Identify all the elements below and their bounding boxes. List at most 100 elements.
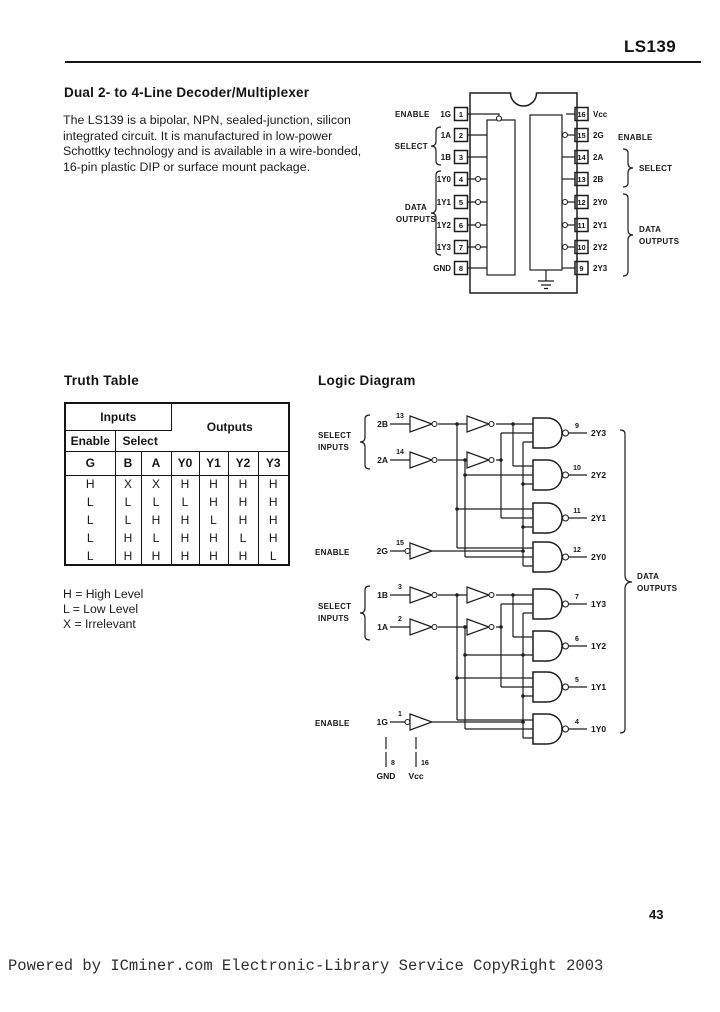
pin-number: 16 — [577, 110, 585, 119]
output-pin: 9 — [575, 423, 579, 430]
legend-line: X = Irrelevant — [63, 617, 136, 632]
pin-number: 13 — [577, 175, 585, 184]
inverter-bubble — [561, 198, 569, 206]
enable-inverter-gate — [409, 542, 434, 560]
pin-number: 9 — [579, 264, 583, 273]
page-number: 43 — [649, 907, 664, 922]
pin-name: 2Y3 — [593, 264, 608, 273]
enable-name: 2G — [377, 546, 389, 556]
input-pin: 3 — [398, 584, 402, 591]
outputs-label-right: OUTPUTS — [639, 237, 680, 246]
select-label-right: SELECT — [639, 164, 672, 173]
enable-subheader: Enable — [65, 430, 116, 452]
output-name: 2Y2 — [591, 470, 606, 480]
pin-name: 1Y3 — [437, 243, 452, 252]
inverter-bubble — [474, 243, 482, 251]
data-outputs-label: OUTPUTS — [637, 584, 678, 593]
pin-number: 7 — [459, 243, 463, 252]
left-pins: 1 1G 2 1A 3 1B 4 1Y0 5 1Y1 6 1Y2 7 1Y3 8… — [433, 106, 469, 276]
outputs-label-left: OUTPUTS — [396, 215, 437, 224]
inputs-group-header: Inputs — [65, 403, 172, 431]
truth-table: Inputs Outputs Enable Select G B A Y0 Y1… — [64, 402, 290, 566]
inverter-bubble — [561, 243, 569, 251]
enable-pin: 1 — [398, 711, 402, 718]
vcc-label: Vcc — [408, 771, 423, 781]
nand-gate-2y0 — [532, 541, 563, 573]
select-label-left: SELECT — [395, 142, 428, 151]
pin-name: 1A — [441, 131, 451, 140]
pin-number: 8 — [459, 264, 463, 273]
pin-number: 10 — [577, 243, 585, 252]
select-inputs-label: SELECT — [318, 602, 351, 611]
pin-number: 6 — [459, 221, 463, 230]
pin-name: 2G — [593, 131, 604, 140]
enable-label: ENABLE — [315, 719, 350, 728]
enable-name: 1G — [377, 717, 389, 727]
output-pin: 6 — [575, 636, 579, 643]
output-name: 2Y0 — [591, 552, 606, 562]
output-pin: 11 — [573, 508, 581, 515]
ground-symbol — [538, 270, 554, 290]
data-outputs-label: DATA — [637, 572, 659, 581]
pin-name: 1Y2 — [437, 221, 452, 230]
pin-number: 12 — [577, 198, 585, 207]
data-label-right: DATA — [639, 225, 661, 234]
pin-number: 1 — [459, 110, 463, 119]
inverter-bubble — [561, 131, 569, 139]
select-inputs-brace — [359, 585, 371, 641]
pin-name: 1Y0 — [437, 175, 452, 184]
nand-gate-2y1 — [532, 502, 563, 534]
power-pins: 8 16 GND Vcc — [377, 737, 429, 781]
pin-number: 11 — [578, 221, 586, 230]
enable-label-left: ENABLE — [395, 110, 430, 119]
output-pin: 5 — [575, 677, 579, 684]
enable-pin: 15 — [396, 540, 404, 547]
pin-name: 2B — [593, 175, 603, 184]
data-outputs-brace-left — [430, 170, 442, 256]
truth-table-heading: Truth Table — [64, 373, 140, 388]
select-inputs-label: INPUTS — [318, 614, 349, 623]
input-pin: 14 — [396, 449, 404, 456]
inverter-gate — [466, 415, 491, 433]
pin-number: 14 — [577, 153, 586, 162]
footer-text: Powered by ICminer.com Electronic-Librar… — [8, 957, 604, 975]
logic-diagram: 9 2Y3 10 2Y2 11 2Y1 12 2Y0 2B 13 2A 14 E… — [315, 413, 678, 781]
output-name: 1Y3 — [591, 599, 606, 609]
nand-gate-1y0 — [532, 713, 563, 745]
column-header: A — [141, 451, 172, 476]
enable-inverter-gate — [409, 713, 434, 731]
pin-number: 15 — [577, 131, 585, 140]
decoder2-inverters — [404, 415, 495, 560]
inverter-gate — [409, 451, 434, 469]
output-pin: 7 — [575, 594, 579, 601]
inverter-bubble — [474, 198, 482, 206]
decoder1-block — [486, 119, 516, 276]
output-pin: 4 — [575, 719, 579, 726]
data-label-left: DATA — [405, 203, 427, 212]
select-inputs-brace — [359, 414, 371, 470]
gnd-pin: 8 — [391, 760, 395, 767]
output-pin: 12 — [573, 547, 581, 554]
select-brace-right — [622, 148, 634, 188]
inverter-gate — [409, 618, 434, 636]
output-pin: 10 — [573, 465, 581, 472]
inverter-gate — [466, 451, 491, 469]
part-number: LS139 — [624, 37, 677, 56]
description-paragraph: The LS139 is a bipolar, NPN, sealed-junc… — [63, 113, 362, 174]
decoder2-block — [529, 114, 563, 271]
outputs-group-header: Outputs — [171, 403, 289, 452]
decoder1-wires — [390, 593, 533, 739]
decoder1-inverters — [404, 586, 495, 731]
pin-name: Vcc — [593, 110, 608, 119]
inverter-bubble — [474, 221, 482, 229]
output-name: 2Y3 — [591, 428, 606, 438]
logic-diagram-heading: Logic Diagram — [318, 373, 416, 388]
dip-package-outline — [469, 92, 578, 294]
output-name: 2Y1 — [591, 513, 606, 523]
right-pins: 16 Vcc 15 2G 14 2A 13 2B 12 2Y0 11 2Y1 1… — [574, 106, 608, 276]
nand-gate-1y3 — [532, 588, 563, 620]
